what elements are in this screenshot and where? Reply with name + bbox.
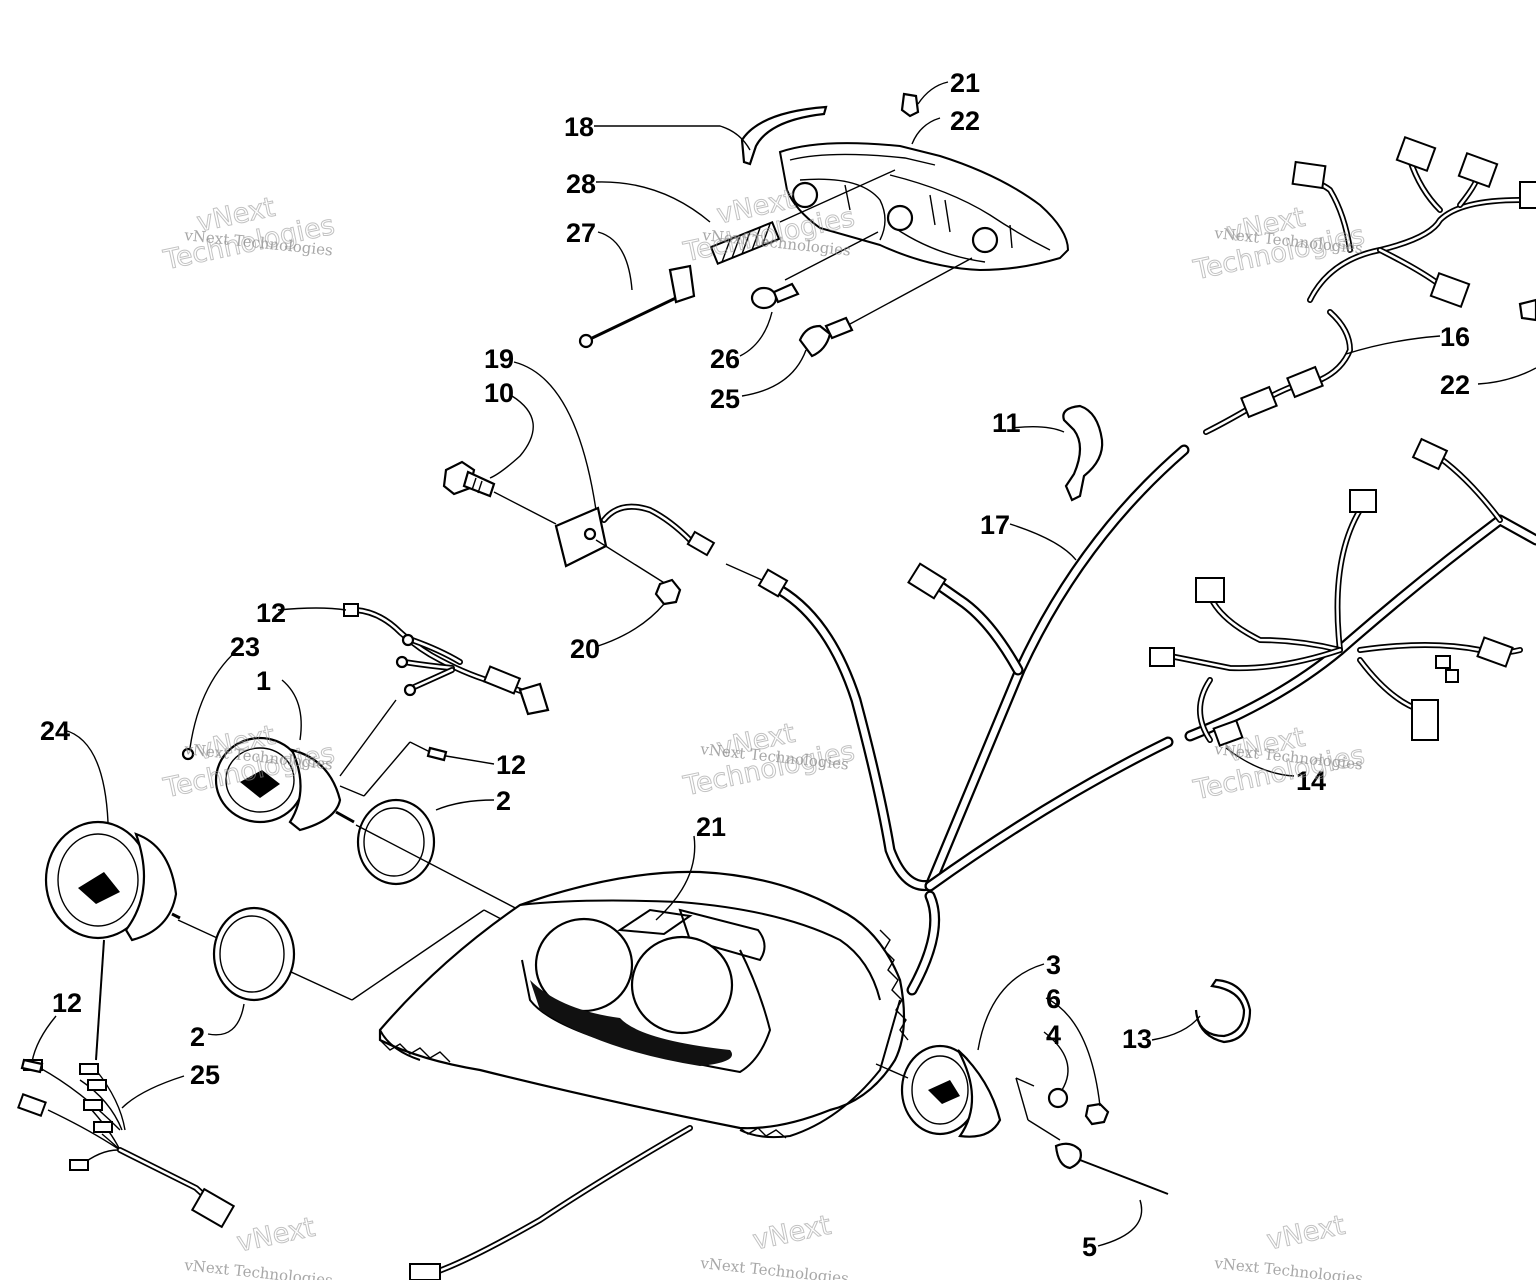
- callout-18: 22: [1440, 370, 1470, 400]
- leader-lines: [31, 81, 1441, 1247]
- callout-21: 24: [40, 716, 70, 746]
- callout-22: 25: [190, 1060, 220, 1090]
- part-17-dash-pod: [378, 870, 909, 1139]
- callout-3: 3: [1046, 950, 1061, 980]
- part-19-screw: [181, 747, 195, 761]
- callout-15: 19: [484, 344, 514, 374]
- part-12-harness: [1149, 437, 1536, 747]
- watermark-vnext: vNext: [750, 1210, 834, 1257]
- callout-12-lower: 13: [1122, 1024, 1152, 1054]
- watermark-vnext: vNext: [1264, 1210, 1348, 1257]
- watermark-small: vNext Technologies: [699, 1254, 850, 1280]
- watermark-vnext: vNext: [234, 1212, 318, 1259]
- callout-19: 23: [230, 632, 260, 662]
- callout-1: 1: [256, 666, 271, 696]
- part-20-trim-strip: [740, 105, 828, 166]
- part-5-sender: [1054, 1142, 1169, 1195]
- part-28-spring: [709, 220, 781, 266]
- callout-13: 16: [1440, 322, 1470, 352]
- dash-lower-cable: [409, 1125, 693, 1280]
- callout-23: 21: [950, 68, 980, 98]
- part-26-bulb: [750, 282, 800, 310]
- watermark-small: vNext Technologies: [183, 1256, 334, 1280]
- callout-14: 17: [980, 510, 1010, 540]
- callout-7: 11: [992, 408, 1021, 438]
- callout-10: 10: [484, 378, 514, 408]
- callout-2-lower: 2: [190, 1022, 205, 1052]
- part-14-main-harness: [757, 444, 1190, 996]
- part-7-clamp: [1062, 404, 1104, 502]
- part-13-harness: [1203, 135, 1536, 435]
- part-2-ring-upper: [356, 798, 436, 886]
- part-10-bolt: [442, 460, 496, 498]
- part-21-gauge: [44, 820, 181, 942]
- callout-11: 12: [496, 750, 526, 780]
- callout-9: 12: [52, 988, 82, 1018]
- callout-26: 26: [710, 344, 740, 374]
- part-12-ring: [1194, 978, 1252, 1044]
- part-1-gauge: [214, 736, 355, 832]
- callout-24: 22: [950, 106, 980, 136]
- part-23-clip: [900, 92, 920, 118]
- headlight-assembly: [778, 142, 1070, 272]
- callout-5: 5: [1082, 1232, 1097, 1262]
- callout-labels: 18 21 22 28 27 26 25 19 10 20 11 17 16 2…: [40, 68, 1470, 1262]
- part-9-terminal: [20, 1058, 44, 1074]
- part-15-relay-bracket: [554, 503, 716, 568]
- part-8-gauge-harness: [343, 603, 550, 716]
- callout-2-upper: 2: [496, 786, 511, 816]
- callout-8: 12: [256, 598, 286, 628]
- callout-12-upper: 14: [1296, 766, 1326, 796]
- watermark-small: vNext Technologies: [1213, 1254, 1364, 1280]
- part-25-bulb-socket: [798, 316, 854, 358]
- part-3-gauge: [900, 1044, 1002, 1138]
- part-4-washer: [1047, 1087, 1069, 1109]
- part-22-gauge-harness: [17, 1059, 236, 1229]
- callout-28: 28: [566, 169, 596, 199]
- part-27-adjust-screw: [578, 264, 696, 349]
- part-11-terminal: [426, 746, 448, 762]
- callout-20: 18: [564, 112, 594, 142]
- callout-6: 6: [1046, 984, 1061, 1014]
- callout-25: 25: [710, 384, 740, 414]
- part-2-ring-lower: [212, 906, 296, 1002]
- callout-17: 21: [696, 812, 726, 842]
- part-16-nut: [654, 578, 682, 606]
- callout-16: 20: [570, 634, 600, 664]
- callout-4: 4: [1046, 1020, 1061, 1050]
- part-6-nut: [1084, 1102, 1110, 1126]
- callout-27: 27: [566, 218, 596, 248]
